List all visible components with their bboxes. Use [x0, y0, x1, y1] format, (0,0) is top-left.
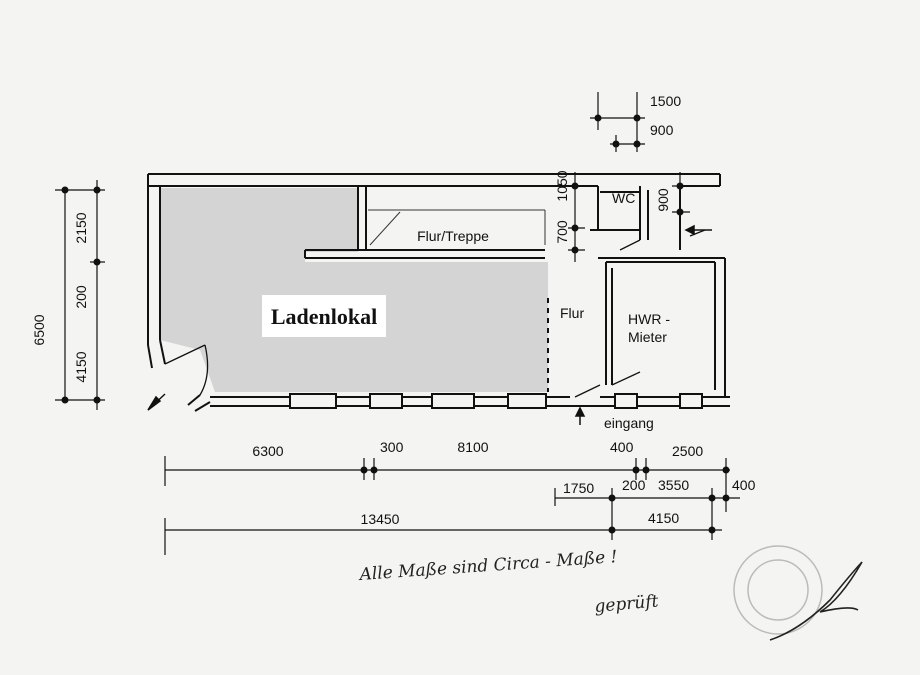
entry-arrows — [147, 224, 712, 425]
bottom-dimension-lines — [164, 456, 740, 555]
hwr-label-line1: HWR - — [628, 311, 670, 327]
dim-left-upper: 2150 — [73, 212, 89, 243]
bottom-dimension-dots — [360, 466, 730, 534]
dim-row1-6300: 6300 — [252, 443, 283, 459]
signature — [769, 561, 863, 641]
hwr-label-line2: Mieter — [628, 329, 667, 345]
dim-row3-total: 13450 — [361, 511, 400, 527]
dim-left-middle: 200 — [73, 285, 89, 309]
dim-left-total: 6500 — [31, 314, 47, 345]
windows — [289, 393, 703, 409]
handwritten-checked: geprüft — [594, 591, 660, 617]
left-dimension-dots — [61, 186, 101, 404]
dim-vert-900: 900 — [655, 188, 671, 212]
stamp-seal — [733, 545, 823, 635]
dim-row3-right: 4150 — [648, 510, 679, 526]
flur-label: Flur — [560, 305, 584, 321]
dim-row2-400: 400 — [732, 477, 756, 493]
dim-row1-8100: 8100 — [457, 439, 488, 455]
dim-top-1500: 1500 — [650, 93, 681, 109]
ladenlokal-label-box — [262, 295, 386, 337]
dim-row2-200: 200 — [622, 477, 646, 493]
shop-area-shading — [160, 188, 548, 392]
door-swings — [164, 229, 706, 398]
dim-left-lower: 4150 — [73, 351, 89, 382]
dim-row2-3550: 3550 — [658, 477, 689, 493]
dim-row2-1750: 1750 — [563, 480, 594, 496]
dim-row1-2500: 2500 — [672, 443, 703, 459]
eingang-label: eingang — [604, 415, 654, 431]
dim-row1-300: 300 — [380, 439, 404, 455]
top-dimension-dots — [571, 114, 684, 254]
handwritten-note: Alle Maße sind Circa - Maße ! — [357, 547, 618, 585]
ladenlokal-label: Ladenlokal — [271, 304, 377, 329]
wc-label: WC — [612, 190, 635, 206]
dim-row1-400: 400 — [610, 439, 634, 455]
dim-vert-1050: 1050 — [554, 170, 570, 201]
dim-vert-700: 700 — [554, 220, 570, 244]
dim-top-900: 900 — [650, 122, 674, 138]
top-dimension-lines — [568, 92, 690, 262]
stairs-lines — [368, 209, 546, 246]
flur-treppe-label: Flur/Treppe — [417, 228, 489, 244]
